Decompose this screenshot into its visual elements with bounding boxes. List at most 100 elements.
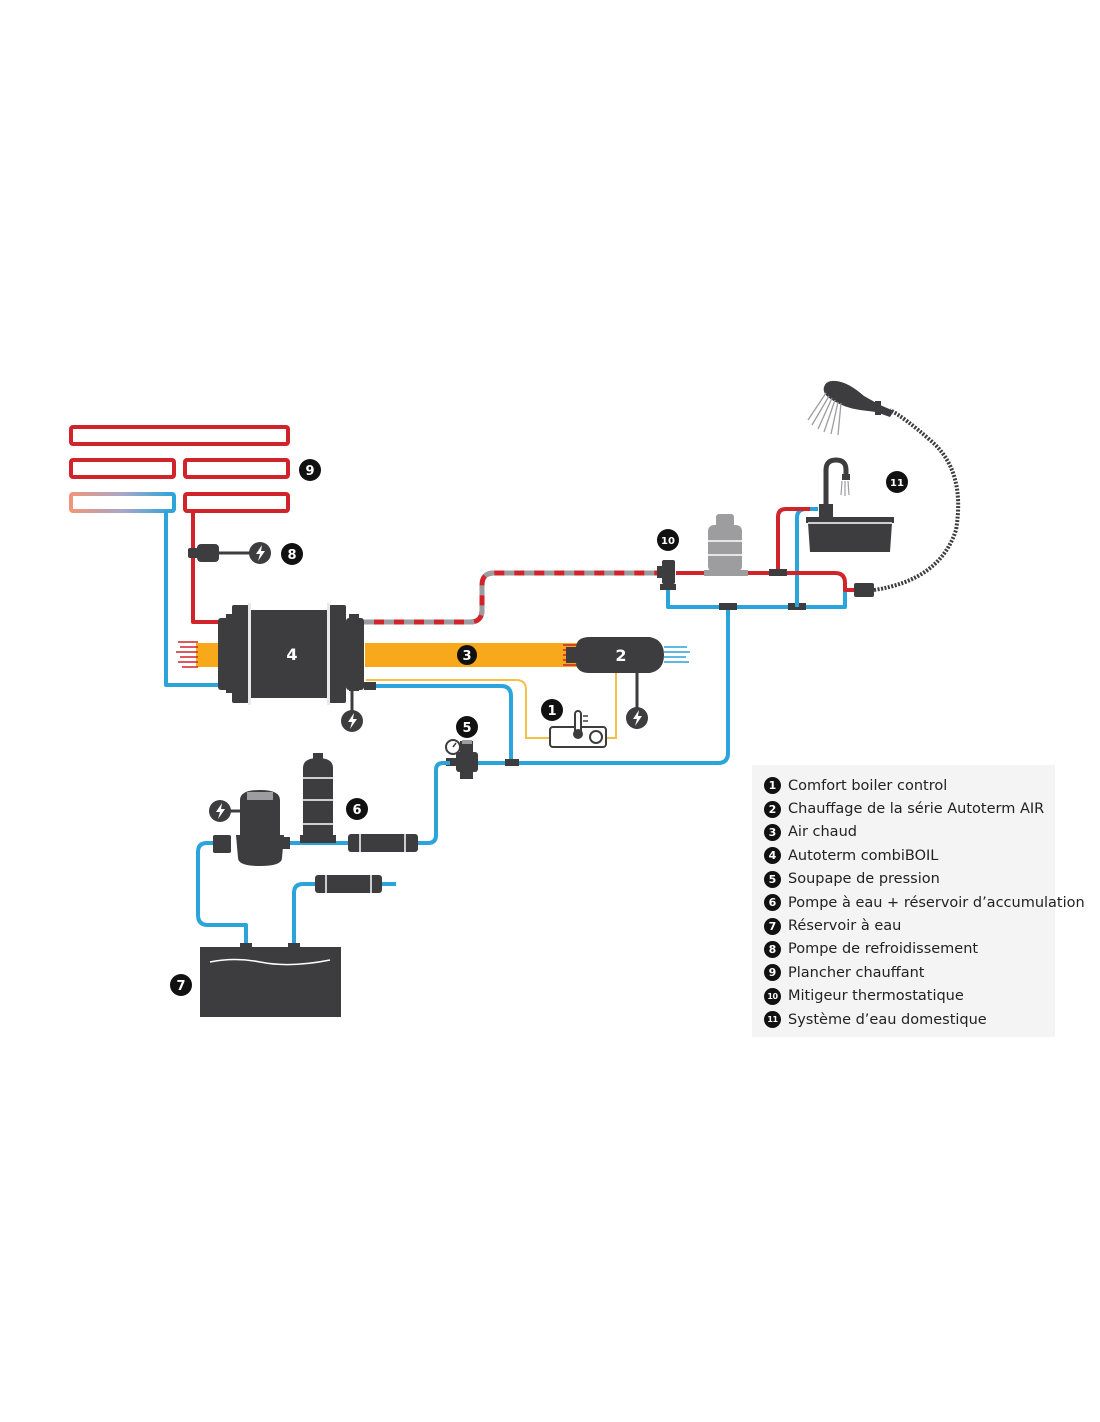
hot-pipe-domestic-supply-dash [364, 570, 670, 625]
floor-loop-mid-left [69, 458, 176, 479]
legend-panel: 1 Comfort boiler control 2 Chauffage de … [752, 765, 1085, 1037]
legend-label: Système d’eau domestique [788, 1011, 987, 1028]
electric-pump-icon [249, 542, 271, 564]
callout-7-label: 7 [176, 979, 185, 994]
thermostatic-mixer [657, 560, 676, 590]
shower-hose-connector [854, 583, 874, 597]
callout-9: 9 [299, 459, 321, 481]
cold-pipe-boiler-inlet [376, 684, 513, 763]
callout-3-label: 3 [462, 649, 471, 664]
callout-6-label: 6 [352, 803, 361, 818]
callout-9-label: 9 [305, 464, 314, 479]
legend-label: Air chaud [788, 824, 857, 841]
hot-air-stub-left [196, 643, 220, 667]
callout-7: 7 [170, 974, 192, 996]
legend-number: 11 [764, 1011, 781, 1029]
electric-water-pump-icon [209, 800, 231, 822]
legend-item: 11 Système d’eau domestique [764, 1008, 1055, 1031]
hot-pipe-domestic-supply [364, 570, 670, 625]
shower-spray-lines [807, 392, 842, 436]
cold-pipe-floor-return [164, 511, 233, 687]
callout-10-label: 10 [661, 536, 675, 547]
legend-label: Pompe de refroidissement [788, 941, 979, 958]
control-wire-heater [606, 672, 617, 739]
cold-pipe-to-mixer [666, 575, 847, 609]
combiboil-unit [218, 603, 376, 705]
floor-loop-bottom-left [69, 492, 176, 513]
callout-2: 2 [615, 646, 626, 665]
legend-label: Soupape de pression [788, 871, 940, 888]
legend-label: Autoterm combiBOIL [788, 847, 939, 864]
cold-pipe-tank-fill [292, 882, 318, 947]
legend-label: Pompe à eau + réservoir d’accumulation [788, 894, 1085, 911]
air-heater-unit [566, 637, 664, 673]
legend-item: 8 Pompe de refroidissement [764, 938, 1055, 961]
electric-combiboil-icon [341, 710, 363, 732]
floor-heating-loops [69, 425, 290, 513]
shower-head [823, 380, 894, 417]
legend-number: 2 [764, 800, 781, 818]
legend-label: Comfort boiler control [788, 777, 948, 794]
legend-number: 10 [764, 987, 781, 1005]
tee-fitting-3 [505, 759, 519, 766]
legend-item: 2 Chauffage de la série Autoterm AIR [764, 797, 1055, 820]
water-pump [213, 790, 290, 866]
tee-fitting-4 [769, 569, 787, 576]
callout-6: 6 [346, 798, 368, 820]
legend-item: 7 Réservoir à eau [764, 914, 1055, 937]
callout-5-label: 5 [462, 721, 471, 736]
legend-number: 7 [764, 917, 781, 935]
callout-2-label: 2 [615, 646, 626, 665]
callout-8: 8 [281, 543, 303, 565]
legend-number: 5 [764, 870, 781, 888]
callout-1: 1 [541, 699, 563, 721]
legend-label: Mitigeur thermostatique [788, 988, 964, 1005]
legend-label: Chauffage de la série Autoterm AIR [788, 801, 1045, 818]
callout-4-label: 4 [286, 645, 297, 664]
callout-11-label: 11 [890, 478, 904, 489]
legend-item: 4 Autoterm combiBOIL [764, 844, 1055, 867]
legend-number: 1 [764, 777, 781, 795]
cold-pipe-pump-to-valve [415, 761, 450, 845]
legend-number: 6 [764, 894, 781, 912]
circulation-pump [188, 544, 250, 562]
cold-pipe-main [478, 607, 730, 765]
inline-filter-2 [315, 875, 382, 893]
legend-item: 10 Mitigeur thermostatique [764, 985, 1055, 1008]
tee-fitting-1 [719, 603, 737, 610]
hot-pipe-mixed-out [676, 571, 860, 592]
legend-item: 5 Soupape de pression [764, 868, 1055, 891]
legend-item: 3 Air chaud [764, 821, 1055, 844]
callout-3: 3 [457, 645, 477, 665]
callout-5: 5 [456, 716, 478, 738]
legend-item: 9 Plancher chauffant [764, 961, 1055, 984]
callout-11: 11 [886, 471, 908, 493]
legend-item: 6 Pompe à eau + réservoir d’accumulation [764, 891, 1085, 914]
kitchen-sink [806, 457, 894, 552]
shower-hose [873, 408, 961, 592]
heater-intake-cold-lines [664, 646, 690, 663]
callout-10: 10 [657, 529, 679, 551]
electric-heater-icon [626, 707, 648, 729]
hot-pipe-floor-supply [191, 511, 233, 624]
legend-number: 4 [764, 847, 781, 865]
callout-8-label: 8 [287, 548, 296, 563]
faucet-water-lines [840, 480, 850, 496]
control-wire-boiler [366, 679, 551, 739]
legend-label: Plancher chauffant [788, 964, 925, 981]
callout-1-label: 1 [547, 704, 556, 719]
hot-water-tank [704, 514, 748, 576]
legend-item: 1 Comfort boiler control [764, 774, 1055, 797]
hot-air-outlet-lines-left [176, 641, 198, 668]
comfort-boiler-control [549, 710, 607, 748]
cold-pipe-tank-to-pump [196, 841, 248, 947]
floor-loop-top [69, 425, 290, 446]
water-tank [200, 943, 341, 1017]
legend-label: Réservoir à eau [788, 918, 902, 935]
callout-4: 4 [286, 645, 297, 664]
pressure-valve [445, 739, 478, 779]
legend-number: 3 [764, 823, 781, 841]
floor-loop-bottom-right [183, 492, 290, 513]
hot-pipe-sink [776, 507, 810, 573]
